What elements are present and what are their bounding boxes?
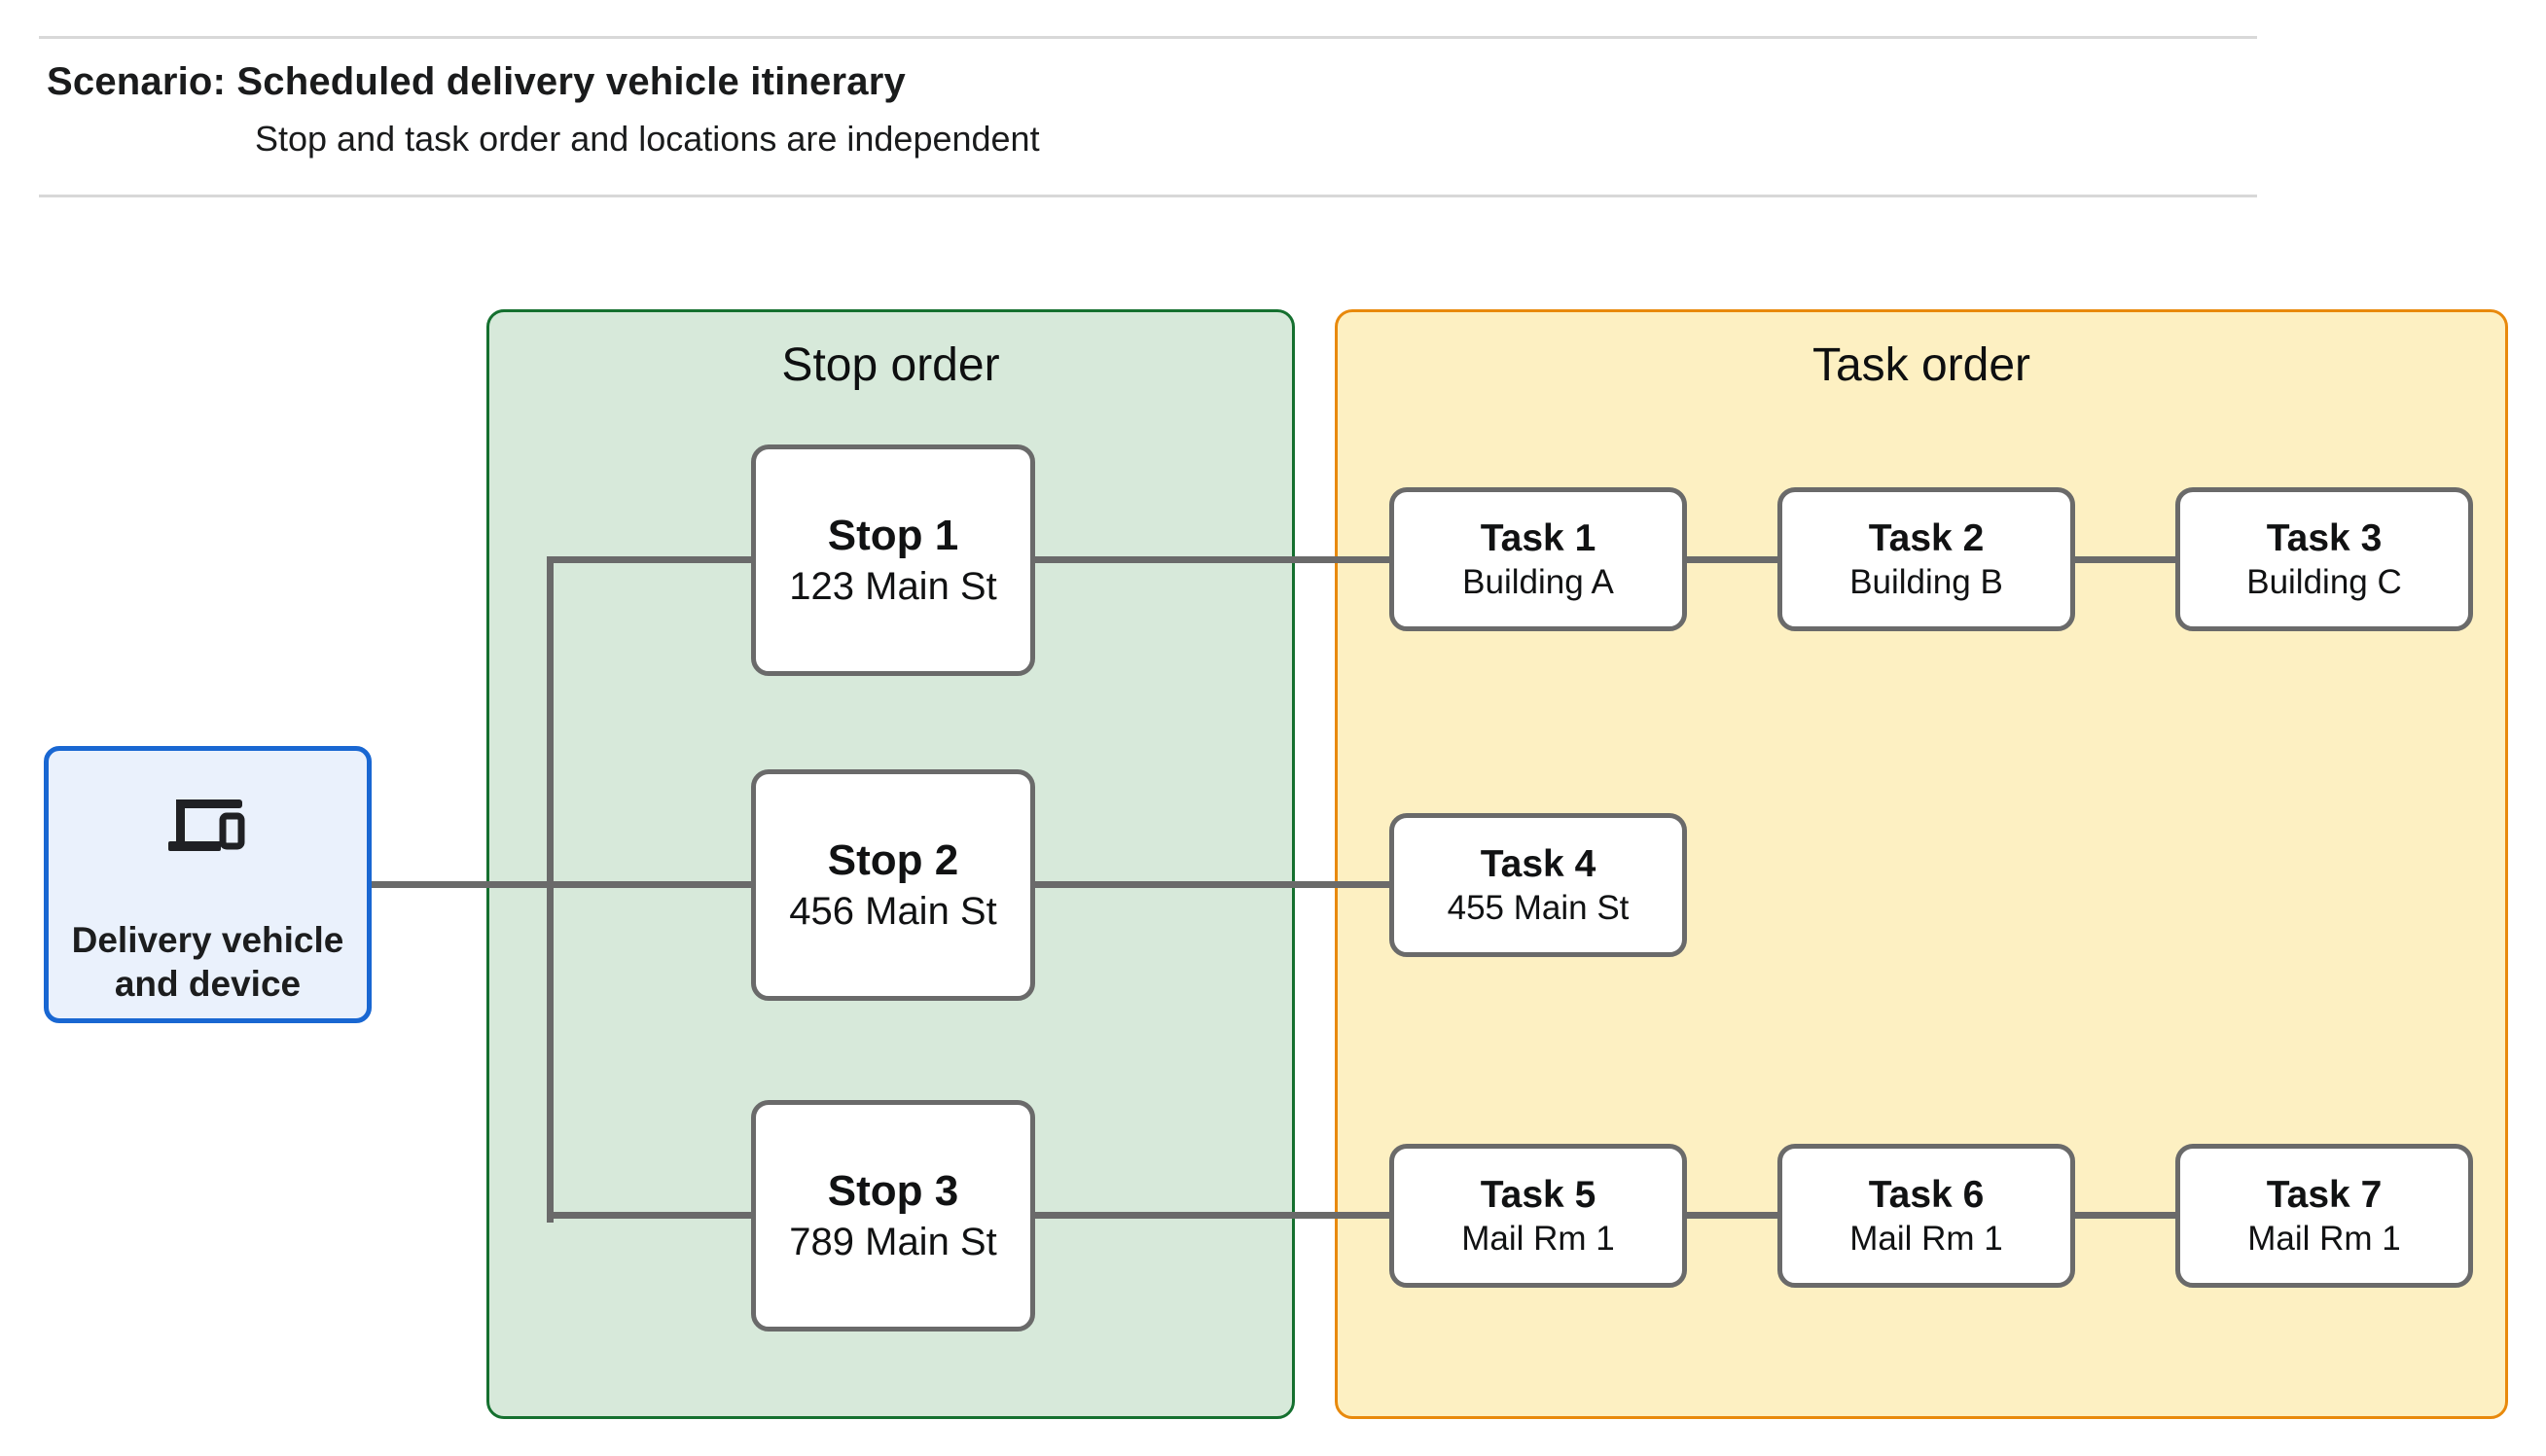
vehicle-label-line2: and device (114, 964, 302, 1004)
stop-label: Stop 1 (827, 512, 959, 559)
edge-stop2-task4 (1035, 881, 1389, 888)
edge-task5-task6 (1687, 1212, 1777, 1219)
header-divider-bottom (39, 195, 2257, 197)
task-label: Task 7 (2266, 1174, 2383, 1216)
header-divider-top (39, 36, 2257, 39)
stop-node-1: Stop 1 123 Main St (751, 444, 1035, 676)
task-sublabel: Mail Rm 1 (1849, 1220, 2003, 1258)
task-sublabel: 455 Main St (1447, 889, 1630, 927)
task-label: Task 6 (1868, 1174, 1985, 1216)
stop-sublabel: 789 Main St (789, 1221, 997, 1263)
edge-task6-task7 (2075, 1212, 2175, 1219)
task-label: Task 1 (1480, 517, 1596, 559)
stop-label: Stop 2 (827, 836, 959, 884)
task-node-3: Task 3 Building C (2175, 487, 2473, 631)
task-sublabel: Mail Rm 1 (1461, 1220, 1615, 1258)
edge-trunk-stop1 (550, 556, 751, 563)
stop-node-2: Stop 2 456 Main St (751, 769, 1035, 1001)
task-node-2: Task 2 Building B (1777, 487, 2075, 631)
vehicle-node: Delivery vehicle and device (44, 746, 372, 1023)
page-title: Scenario: Scheduled delivery vehicle iti… (47, 60, 906, 103)
stop-sublabel: 123 Main St (789, 565, 997, 608)
edge-stop1-task1 (1035, 556, 1389, 563)
task-label: Task 5 (1480, 1174, 1596, 1216)
stop-order-title: Stop order (781, 339, 1000, 391)
edge-task1-task2 (1687, 556, 1777, 563)
task-sublabel: Building B (1849, 563, 2003, 601)
stop-node-3: Stop 3 789 Main St (751, 1100, 1035, 1332)
task-label: Task 2 (1868, 517, 1985, 559)
task-label: Task 4 (1480, 843, 1596, 885)
task-node-4: Task 4 455 Main St (1389, 813, 1687, 957)
task-order-title: Task order (1811, 339, 2031, 391)
edge-stop3-task5 (1035, 1212, 1389, 1219)
task-node-6: Task 6 Mail Rm 1 (1777, 1144, 2075, 1288)
task-sublabel: Mail Rm 1 (2247, 1220, 2401, 1258)
task-sublabel: Building A (1462, 563, 1614, 601)
devices-icon (167, 799, 248, 857)
edge-vehicle-trunk (369, 881, 751, 888)
task-sublabel: Building C (2246, 563, 2402, 601)
task-node-1: Task 1 Building A (1389, 487, 1687, 631)
page-subtitle: Stop and task order and locations are in… (255, 119, 1040, 159)
edge-task2-task3 (2075, 556, 2175, 563)
task-node-7: Task 7 Mail Rm 1 (2175, 1144, 2473, 1288)
vehicle-label: Delivery vehicle and device (49, 918, 367, 1006)
task-node-5: Task 5 Mail Rm 1 (1389, 1144, 1687, 1288)
task-label: Task 3 (2266, 517, 2383, 559)
stop-label: Stop 3 (827, 1167, 959, 1215)
vehicle-label-line1: Delivery vehicle (71, 920, 344, 960)
edge-trunk-vertical (547, 556, 554, 1223)
edge-trunk-stop3 (550, 1212, 751, 1219)
stop-sublabel: 456 Main St (789, 890, 997, 933)
